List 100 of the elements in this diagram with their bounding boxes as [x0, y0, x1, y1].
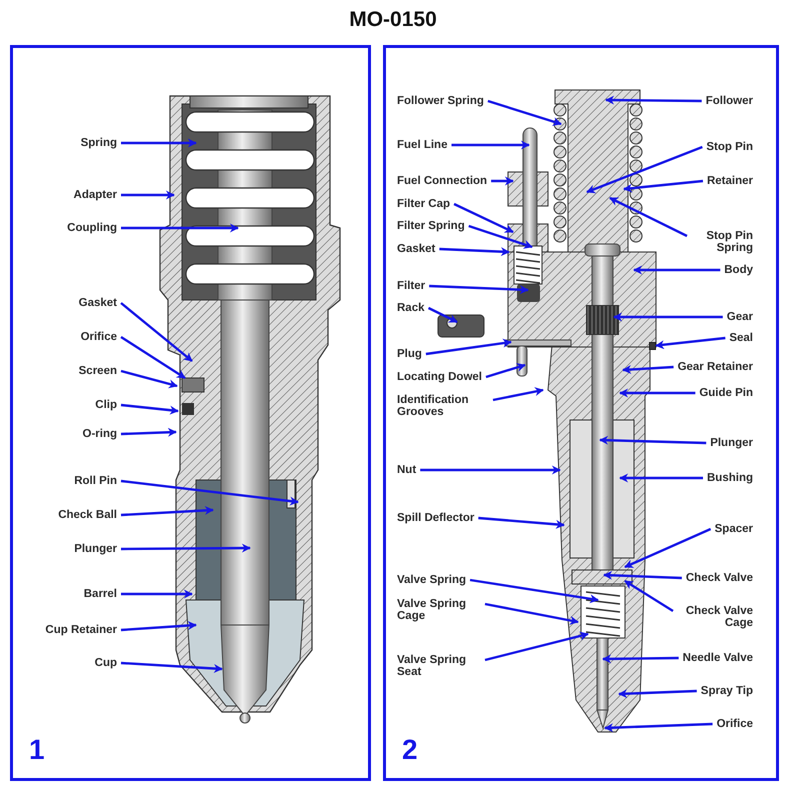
- leader-line: [120, 336, 186, 380]
- leader-line: [451, 140, 530, 150]
- part-label: Cup Retainer: [45, 624, 117, 636]
- leader-line: [599, 436, 706, 445]
- leader-line: [623, 180, 704, 193]
- part-label: Fuel Line: [397, 139, 448, 151]
- part-label: Valve Spring Seat: [397, 654, 481, 678]
- part-label: Spring: [80, 137, 117, 149]
- part-label: O-ring: [82, 428, 117, 440]
- leader-line: [609, 196, 688, 238]
- part-label: Stop Pin Spring: [691, 230, 753, 254]
- leader-line: [426, 338, 512, 356]
- leader-line: [484, 602, 579, 625]
- leader-line: [603, 570, 682, 580]
- leader-line: [120, 662, 223, 673]
- leader-line: [484, 632, 589, 662]
- leader-line: [121, 224, 239, 232]
- part-label: Guide Pin: [699, 387, 753, 399]
- part-label: Follower: [706, 95, 753, 107]
- part-label: Adapter: [74, 189, 117, 201]
- part-label: Gear: [726, 311, 753, 323]
- leader-line: [604, 722, 713, 732]
- part-label: Filter Spring: [397, 220, 465, 232]
- leader-line: [602, 654, 679, 664]
- leader-line: [470, 578, 599, 604]
- leader-line: [478, 516, 565, 529]
- part-label: Check Valve: [686, 572, 753, 584]
- leader-line: [619, 474, 703, 482]
- part-label: Plug: [397, 348, 422, 360]
- part-label: Plunger: [74, 543, 117, 555]
- leader-line: [655, 336, 726, 350]
- leader-line: [120, 621, 197, 632]
- part-label: Screen: [78, 365, 117, 377]
- diagram-title: MO-0150: [348, 8, 438, 32]
- leader-line: [486, 363, 526, 378]
- leader-line: [120, 302, 193, 362]
- leader-line: [121, 190, 175, 200]
- part-label: Gasket: [397, 243, 436, 255]
- part-label: Plunger: [710, 437, 753, 449]
- leader-line: [428, 306, 458, 324]
- leader-line: [121, 544, 251, 553]
- panel-number: 2: [402, 736, 418, 764]
- leader-line: [605, 96, 702, 105]
- part-label: Follower Spring: [397, 95, 484, 107]
- leader-line: [439, 247, 510, 256]
- leader-line: [613, 312, 723, 322]
- leader-line: [420, 466, 561, 474]
- part-label: Valve Spring Cage: [397, 598, 481, 622]
- leader-line: [633, 266, 720, 274]
- leader-line: [120, 506, 214, 516]
- panel-frame: [10, 45, 371, 781]
- part-label: Check Valve Cage: [677, 605, 753, 629]
- part-label: Coupling: [67, 222, 117, 234]
- leader-line: [619, 388, 696, 398]
- part-label: Stop Pin: [706, 141, 753, 153]
- part-label: Filter Cap: [397, 198, 450, 210]
- panel-frame: [383, 45, 779, 781]
- part-label: Body: [724, 264, 753, 276]
- leader-line: [121, 138, 197, 148]
- leader-line: [488, 100, 562, 126]
- part-label: Orifice: [80, 331, 117, 343]
- part-label: Cup: [94, 657, 117, 669]
- leader-line: [624, 580, 674, 612]
- part-label: Gasket: [78, 297, 117, 309]
- panel-number: 1: [29, 736, 45, 764]
- leader-line: [468, 224, 533, 249]
- leader-line: [492, 387, 544, 402]
- part-label: Spill Deflector: [397, 512, 474, 524]
- part-label: Barrel: [84, 588, 117, 600]
- part-label: Orifice: [716, 718, 753, 730]
- part-label: Spray Tip: [700, 685, 753, 697]
- leader-line: [491, 176, 514, 186]
- part-label: Gear Retainer: [678, 361, 753, 373]
- leader-line: [429, 284, 529, 294]
- leader-line: [120, 404, 179, 415]
- leader-line: [586, 146, 703, 194]
- part-label: Roll Pin: [74, 475, 117, 487]
- part-label: Nut: [397, 464, 416, 476]
- part-label: Identification Grooves: [397, 394, 489, 418]
- leader-line: [121, 590, 193, 598]
- part-label: Check Ball: [58, 509, 117, 521]
- part-label: Spacer: [714, 523, 753, 535]
- part-label: Clip: [95, 399, 117, 411]
- part-label: Needle Valve: [682, 652, 753, 664]
- part-label: Fuel Connection: [397, 175, 488, 187]
- part-label: Rack: [397, 302, 424, 314]
- part-label: Filter: [397, 280, 426, 292]
- part-label: Valve Spring: [397, 574, 466, 586]
- part-label: Seal: [729, 332, 753, 344]
- part-label: Bushing: [707, 472, 753, 484]
- leader-line: [618, 689, 697, 698]
- part-label: Retainer: [706, 175, 753, 187]
- leader-line: [120, 370, 178, 388]
- leader-line: [624, 528, 712, 568]
- leader-line: [454, 202, 514, 234]
- part-label: Locating Dowel: [397, 371, 482, 383]
- leader-line: [120, 480, 299, 506]
- leader-line: [622, 365, 674, 374]
- leader-line: [120, 428, 177, 437]
- seal-ring: [649, 342, 656, 350]
